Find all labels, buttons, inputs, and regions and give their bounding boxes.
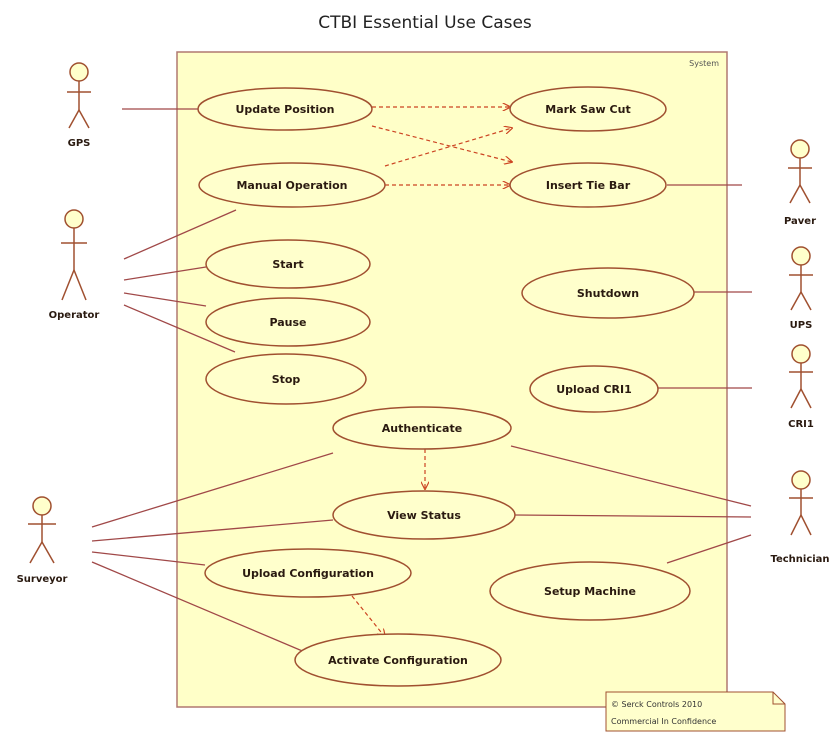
use-case-label: Upload CRI1 [556, 383, 632, 396]
assoc-operator-manual-operation [123, 209, 237, 260]
actor-label-gps: GPS [68, 138, 91, 149]
system-label: System [689, 59, 719, 68]
use-case-mark-saw-cut[interactable]: Mark Saw Cut [509, 86, 667, 132]
use-case-shutdown[interactable]: Shutdown [521, 267, 695, 319]
actor-gps[interactable] [67, 62, 91, 129]
use-case-label: Manual Operation [236, 179, 347, 192]
use-case-update-position[interactable]: Update Position [197, 87, 373, 131]
actor-label-technician: Technician [770, 554, 829, 565]
actor-ups[interactable] [789, 246, 813, 311]
assoc-surveyor-activate-configuration [91, 561, 327, 662]
actor-label-operator: Operator [49, 310, 100, 321]
use-case-label: Start [272, 258, 303, 271]
assoc-authenticate-technician [510, 445, 752, 507]
assoc-surveyor-upload-configuration [91, 551, 206, 566]
assoc-operator-start [123, 266, 207, 281]
use-case-label: Mark Saw Cut [545, 103, 630, 116]
diagram-title: CTBI Essential Use Cases [318, 13, 532, 33]
use-case-activate-configuration[interactable]: Activate Configuration [294, 633, 502, 687]
use-case-stop[interactable]: Stop [205, 353, 367, 405]
use-case-label: Insert Tie Bar [546, 179, 631, 192]
actor-label-paver: Paver [784, 216, 816, 227]
use-case-manual-operation[interactable]: Manual Operation [198, 162, 386, 208]
use-case-setup-machine[interactable]: Setup Machine [489, 561, 691, 621]
use-case-upload-cri1[interactable]: Upload CRI1 [529, 365, 659, 413]
actor-technician[interactable] [789, 470, 813, 536]
assoc-setup-machine-technician [666, 534, 752, 564]
assoc-surveyor-authenticate [91, 452, 334, 528]
use-case-start[interactable]: Start [205, 239, 371, 289]
use-case-upload-configuration[interactable]: Upload Configuration [204, 548, 412, 598]
actor-surveyor[interactable] [28, 496, 56, 564]
actor-operator[interactable] [61, 209, 87, 301]
dependencies [351, 107, 512, 637]
assoc-surveyor-view-status [91, 519, 334, 542]
use-case-label: Shutdown [577, 287, 639, 300]
use-case-label: Setup Machine [544, 585, 636, 598]
actor-label-cri1: CRI1 [788, 419, 814, 430]
associations [91, 108, 752, 662]
dep-update-position-insert-tie-bar [371, 125, 512, 162]
use-case-label: Upload Configuration [242, 567, 374, 580]
dep-upload-configuration-activate-configuration [351, 595, 385, 637]
note-line-2: Commercial In Confidence [611, 717, 716, 726]
use-case-label: Pause [269, 316, 306, 329]
use-case-label: Activate Configuration [328, 654, 468, 667]
assoc-operator-stop [123, 304, 236, 353]
assoc-view-status-technician [514, 514, 752, 518]
use-case-authenticate[interactable]: Authenticate [332, 406, 512, 450]
note-line-1: © Serck Controls 2010 [611, 700, 702, 709]
actors [28, 62, 813, 564]
use-case-insert-tie-bar[interactable]: Insert Tie Bar [509, 162, 667, 208]
dep-manual-operation-mark-saw-cut [384, 128, 512, 167]
copyright-note: © Serck Controls 2010 Commercial In Conf… [605, 691, 786, 732]
use-case-label: Stop [272, 373, 301, 386]
use-case-view-status[interactable]: View Status [332, 490, 516, 540]
actor-paver[interactable] [788, 139, 812, 204]
use-case-label: View Status [387, 509, 461, 522]
actor-cri1[interactable] [789, 344, 813, 409]
assoc-operator-pause [123, 292, 207, 307]
actor-label-ups: UPS [790, 320, 813, 331]
use-case-pause[interactable]: Pause [205, 297, 371, 347]
use-case-label: Update Position [235, 103, 334, 116]
use-case-label: Authenticate [382, 422, 462, 435]
actor-label-surveyor: Surveyor [17, 574, 68, 585]
